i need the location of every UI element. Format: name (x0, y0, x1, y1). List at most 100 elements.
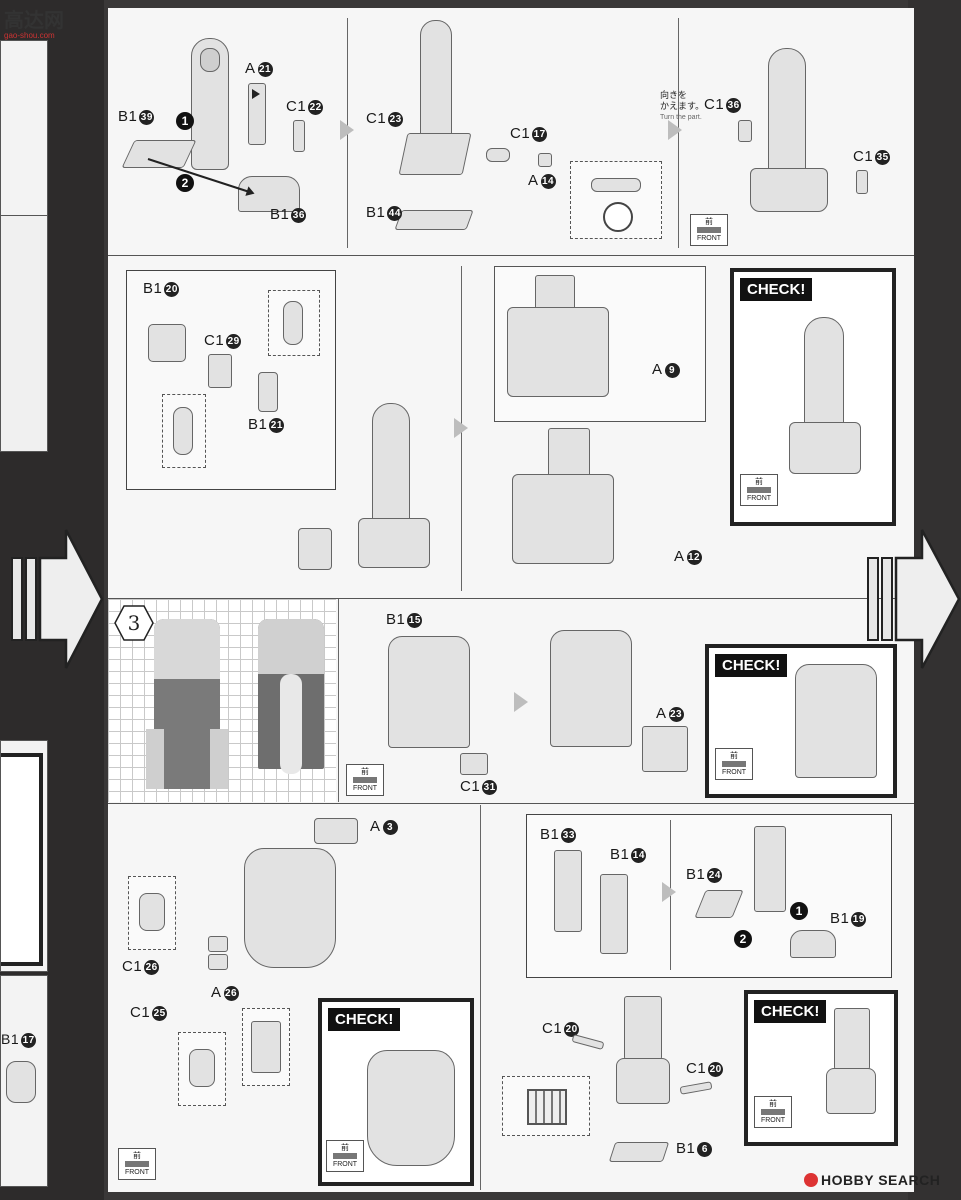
left-page-fragment (0, 40, 48, 217)
flow-arrow (514, 692, 528, 712)
panel-divider (338, 599, 339, 802)
hobby-search-watermark: HOBBY SEARCH (804, 1172, 954, 1194)
part-illustration (420, 20, 452, 142)
part-illustration (616, 1058, 670, 1104)
step-number: 3 (127, 611, 141, 635)
part-illustration (571, 1033, 605, 1051)
step-marker: 2 (176, 174, 194, 192)
part-illustration (244, 848, 336, 968)
part-illustration (738, 120, 752, 142)
check-label: CHECK! (715, 654, 788, 677)
part-illustration (768, 48, 806, 175)
part-illustration (600, 874, 628, 954)
part-illustration (314, 818, 358, 844)
step-badge (114, 605, 154, 641)
row-divider (108, 598, 914, 599)
page-flow-arrow-left (11, 529, 104, 669)
part-illustration (550, 630, 632, 747)
flow-arrow (340, 120, 354, 140)
step-marker: 1 (790, 902, 808, 920)
part-illustration (460, 753, 488, 775)
part-detail (200, 48, 220, 72)
part-illustration (750, 168, 828, 212)
part-illustration (486, 148, 510, 162)
part-illustration (554, 850, 582, 932)
part-illustration (208, 354, 232, 388)
detail-inset (128, 876, 176, 950)
page-flow-arrow-right (867, 529, 961, 669)
part-illustration (358, 518, 430, 568)
check-label: CHECK! (328, 1008, 401, 1031)
model-photo-back (146, 619, 228, 789)
model-photo-front (258, 619, 324, 774)
part-illustration (642, 726, 688, 772)
step-marker: 1 (176, 112, 194, 130)
part-illustration (388, 636, 470, 748)
check-label: CHECK! (754, 1000, 827, 1023)
detail-inset (502, 1076, 590, 1136)
part-illustration (148, 324, 186, 362)
detail-inset (570, 161, 662, 239)
detail-inset (268, 290, 320, 356)
detail-inset (242, 1008, 290, 1086)
part-illustration (790, 930, 836, 958)
site-logo: 高达网 gao-shou.com (4, 8, 64, 40)
part-illustration (754, 826, 786, 912)
reference-photo: 3 (108, 599, 336, 802)
part-illustration (512, 474, 614, 564)
turn-part-note: 向きをかえます。 Turn the part. (660, 90, 705, 121)
step-marker: 2 (734, 930, 752, 948)
left-page-fragment (0, 740, 48, 972)
flow-arrow (454, 418, 468, 438)
part-illustration (258, 372, 278, 412)
part-illustration (679, 1081, 713, 1095)
check-label: CHECK! (740, 278, 813, 301)
part-illustration (398, 133, 472, 175)
part-illustration (298, 528, 332, 570)
part-illustration (208, 936, 228, 952)
detail-inset (178, 1032, 226, 1106)
left-page-fragment (0, 215, 48, 452)
detail-inset (162, 394, 206, 468)
detail-panel (494, 266, 706, 422)
flow-arrow (668, 120, 682, 140)
